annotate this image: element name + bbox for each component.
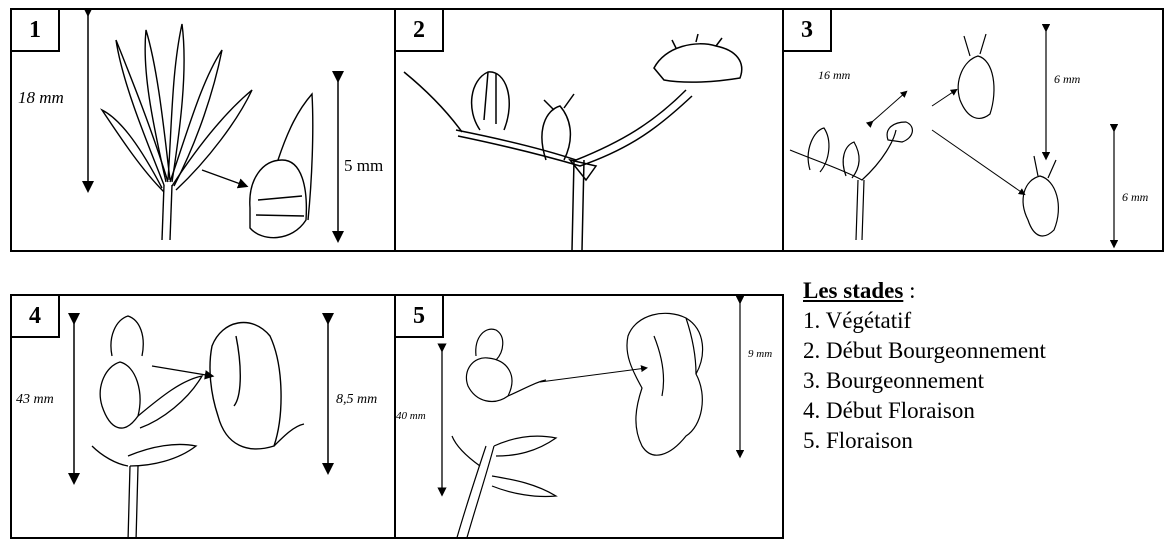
stage-panel-3: 3 16 mm 6 mm 6 mm [782, 8, 1164, 252]
legend-list: 1. Végétatif 2. Début Bourgeonnement 3. … [803, 306, 1046, 456]
budding-drawing [784, 10, 1164, 252]
legend-title-colon: : [903, 278, 915, 303]
stage-panel-1: 1 18 mm 5 mm [10, 8, 396, 252]
height-measure-label: 40 mm [396, 410, 426, 422]
flowering-drawing [396, 296, 784, 539]
stage-number-badge: 3 [782, 8, 832, 52]
stage-number-badge: 1 [10, 8, 60, 52]
stage-panel-2: 2 [394, 8, 784, 252]
vegetative-shoot-drawing [12, 10, 396, 252]
stage-number-badge: 2 [394, 8, 444, 52]
legend-item: 1. Végétatif [803, 306, 1046, 336]
legend-title: Les stades : [803, 276, 1046, 306]
bud-measure-label: 6 mm [1054, 72, 1080, 87]
legend-item: 4. Début Floraison [803, 396, 1046, 426]
stage-panel-4: 4 43 mm 8,5 mm [10, 294, 396, 539]
height-measure-label: 43 mm [16, 392, 54, 408]
early-budding-drawing [396, 10, 784, 252]
stage-number-badge: 5 [394, 294, 444, 338]
height-measure-label: 18 mm [18, 88, 64, 108]
bud-measure-label: 8,5 mm [336, 392, 377, 408]
legend-item: 3. Bourgeonnement [803, 366, 1046, 396]
stage-number-badge: 4 [10, 294, 60, 338]
legend-item: 5. Floraison [803, 426, 1046, 456]
stem-measure-label: 16 mm [818, 68, 850, 83]
bud-measure-label: 5 mm [344, 156, 383, 176]
stages-legend: Les stades : 1. Végétatif 2. Début Bourg… [803, 276, 1046, 456]
legend-item: 2. Début Bourgeonnement [803, 336, 1046, 366]
bud-measure-label: 6 mm [1122, 190, 1148, 205]
legend-title-text: Les stades [803, 278, 903, 303]
flower-measure-label: 9 mm [748, 348, 772, 360]
early-flowering-drawing [12, 296, 396, 539]
stage-panel-5: 5 40 mm 9 mm [394, 294, 784, 539]
